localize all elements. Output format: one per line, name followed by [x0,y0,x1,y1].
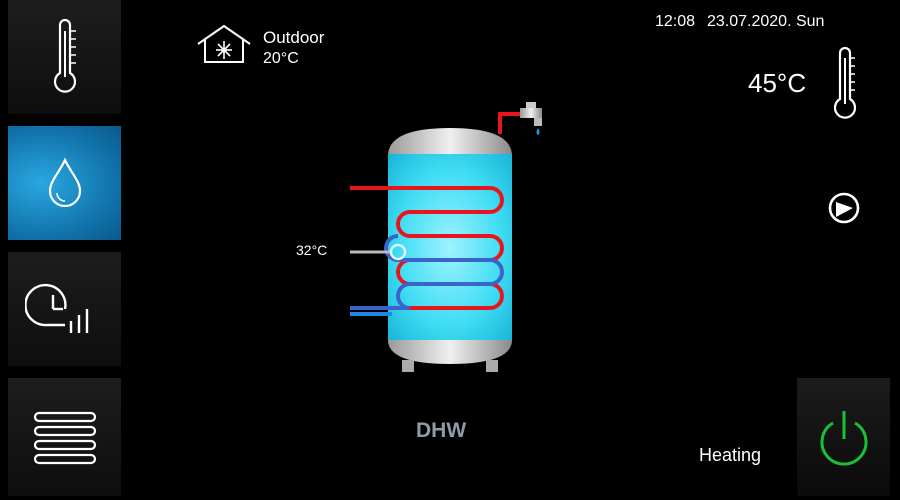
sidebar [8,0,121,500]
dhw-tank-illustration [350,102,542,372]
thermometer-icon [53,18,76,93]
sidebar-item-temperature[interactable] [8,0,121,118]
outdoor-label: Outdoor [263,28,325,47]
sidebar-item-menu[interactable] [8,378,121,500]
set-temperature: 45°C [748,68,807,98]
sidebar-item-schedule[interactable] [8,252,121,370]
water-drop-icon [48,157,81,208]
sensor-temperature: 32°C [296,242,328,258]
status-text: Heating [699,445,762,465]
temperature-sensor [389,243,407,261]
house-snowflake-icon [197,24,251,63]
power-button[interactable] [797,378,890,496]
sidebar-item-dhw[interactable] [8,126,121,244]
clock-date: 23.07.2020. Sun [707,13,825,30]
clock-time: 12:08 [655,13,696,30]
thermometer-icon [833,46,857,119]
page-title: DHW [416,419,467,442]
faucet-icon [520,108,542,118]
outdoor-temp: 20°C [263,50,299,67]
clock-chart-icon [24,283,88,333]
hamburger-menu-icon [33,411,96,465]
pump-icon [828,192,860,224]
power-icon [820,411,867,466]
